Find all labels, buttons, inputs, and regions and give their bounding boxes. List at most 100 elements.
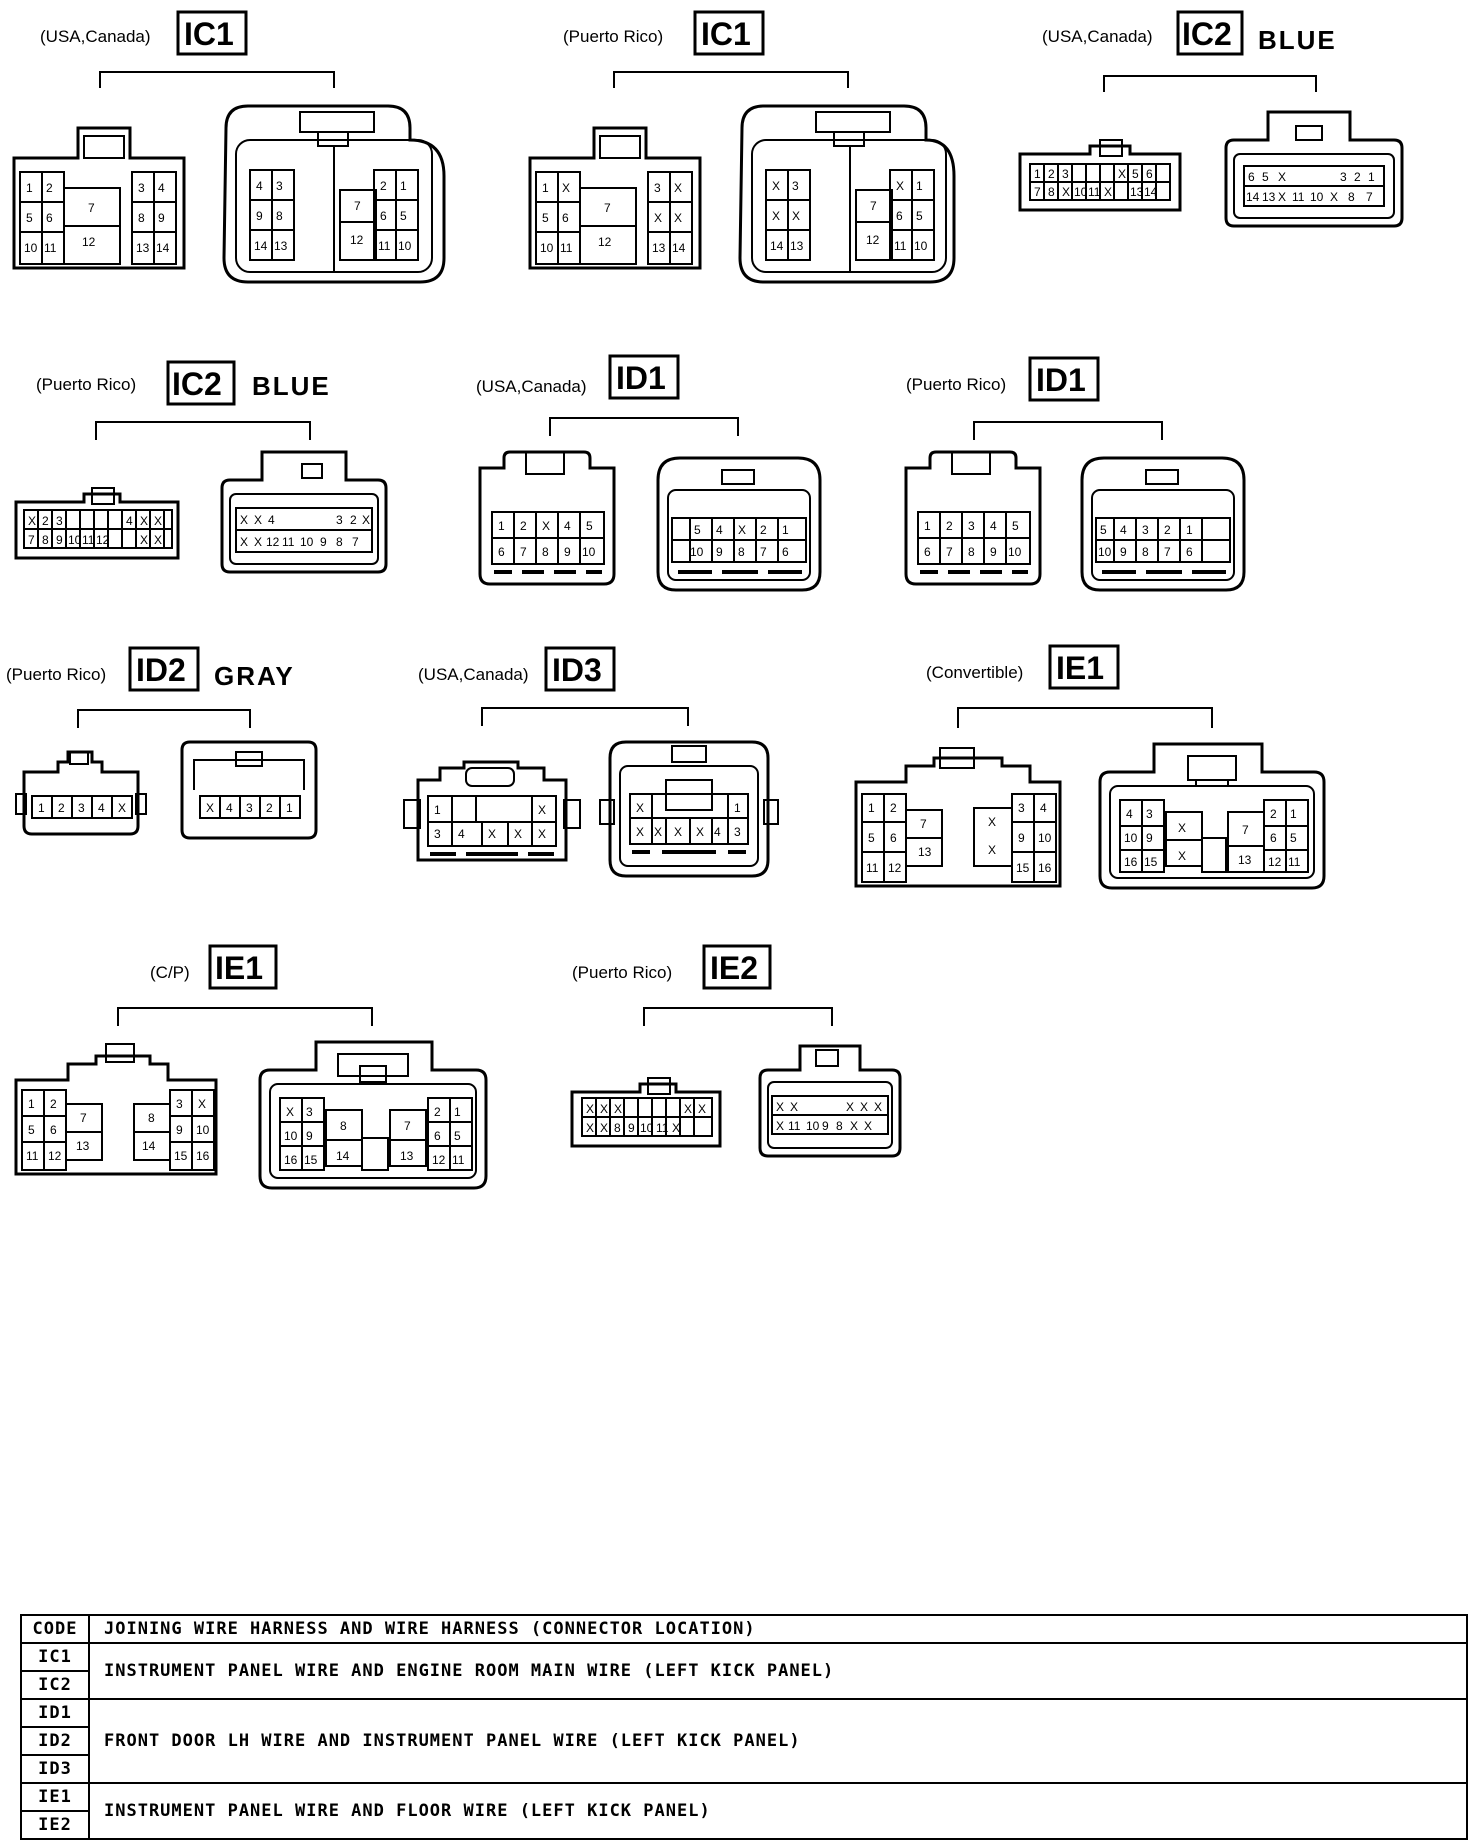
svg-text:3: 3: [968, 519, 975, 533]
svg-text:10: 10: [806, 1119, 820, 1133]
svg-text:16: 16: [1124, 855, 1138, 869]
svg-text:12: 12: [888, 861, 902, 875]
svg-text:7: 7: [80, 1111, 87, 1125]
svg-text:10: 10: [284, 1129, 298, 1143]
svg-text:11: 11: [866, 861, 879, 875]
svg-text:2: 2: [46, 181, 53, 195]
svg-text:4: 4: [158, 181, 165, 195]
connector-code: IE1: [215, 950, 263, 986]
svg-text:1: 1: [26, 181, 33, 195]
svg-text:2: 2: [434, 1105, 441, 1119]
svg-text:9: 9: [822, 1119, 829, 1133]
svg-text:5: 5: [868, 831, 875, 845]
svg-text:X: X: [28, 514, 36, 528]
svg-text:X: X: [674, 181, 682, 195]
svg-text:X: X: [1330, 190, 1338, 204]
svg-text:X: X: [1062, 185, 1070, 199]
svg-text:X: X: [790, 1100, 798, 1114]
svg-text:1: 1: [924, 519, 931, 533]
svg-text:X: X: [896, 179, 904, 193]
svg-text:15: 15: [1016, 861, 1030, 875]
code-cell: ID2: [20, 1726, 90, 1756]
svg-text:X: X: [538, 827, 546, 841]
svg-text:11: 11: [1292, 190, 1305, 204]
svg-text:8: 8: [138, 211, 145, 225]
svg-text:6: 6: [1146, 167, 1153, 181]
svg-text:9: 9: [716, 545, 723, 559]
svg-text:12: 12: [266, 535, 280, 549]
svg-text:11: 11: [44, 241, 57, 255]
svg-text:9: 9: [564, 545, 571, 559]
svg-text:12: 12: [82, 235, 96, 249]
svg-text:8: 8: [340, 1119, 347, 1133]
code-cell: IE2: [20, 1810, 90, 1840]
svg-text:2: 2: [42, 514, 49, 528]
svg-text:X: X: [488, 827, 496, 841]
svg-text:X: X: [674, 211, 682, 225]
svg-text:4: 4: [98, 801, 105, 815]
svg-text:2: 2: [50, 1097, 57, 1111]
connector-code: ID1: [1036, 362, 1086, 398]
svg-text:13: 13: [918, 845, 932, 859]
svg-text:10: 10: [1074, 185, 1088, 199]
svg-text:X: X: [286, 1105, 294, 1119]
variant-label: (Puerto Rico): [6, 665, 106, 684]
svg-text:6: 6: [562, 211, 569, 225]
svg-text:1: 1: [1034, 167, 1041, 181]
description-cell: INSTRUMENT PANEL WIRE AND FLOOR WIRE (LE…: [88, 1782, 1468, 1840]
svg-text:X: X: [696, 825, 704, 839]
connector-code: ID1: [616, 360, 666, 396]
variant-label: (C/P): [150, 963, 190, 982]
svg-text:8: 8: [738, 545, 745, 559]
connector-code: IC1: [701, 16, 751, 52]
svg-text:8: 8: [542, 545, 549, 559]
svg-text:X: X: [864, 1119, 872, 1133]
svg-text:9: 9: [56, 533, 63, 547]
svg-text:3: 3: [1146, 807, 1153, 821]
svg-text:5: 5: [400, 209, 407, 223]
svg-text:13: 13: [1130, 185, 1144, 199]
svg-text:X: X: [776, 1119, 784, 1133]
svg-text:5: 5: [26, 211, 33, 225]
svg-text:2: 2: [380, 179, 387, 193]
svg-text:7: 7: [1034, 185, 1041, 199]
svg-text:2: 2: [1048, 167, 1055, 181]
svg-text:X: X: [850, 1119, 858, 1133]
svg-text:X: X: [636, 801, 644, 815]
svg-text:X: X: [792, 209, 800, 223]
svg-text:7: 7: [404, 1119, 411, 1133]
svg-text:3: 3: [1062, 167, 1069, 181]
svg-text:10: 10: [68, 533, 82, 547]
svg-text:7: 7: [760, 545, 767, 559]
table-row: IC1 INSTRUMENT PANEL WIRE AND ENGINE ROO…: [20, 1642, 1468, 1700]
svg-text:5: 5: [454, 1129, 461, 1143]
connector-code: IC1: [184, 16, 234, 52]
svg-text:13: 13: [274, 239, 288, 253]
svg-text:7: 7: [520, 545, 527, 559]
svg-text:13: 13: [1262, 190, 1276, 204]
variant-label: (USA,Canada): [476, 377, 587, 396]
column-header-description: JOINING WIRE HARNESS AND WIRE HARNESS (C…: [88, 1614, 1468, 1644]
svg-text:X: X: [698, 1102, 706, 1116]
svg-text:10: 10: [1124, 831, 1138, 845]
svg-text:12: 12: [432, 1153, 446, 1167]
svg-text:9: 9: [990, 545, 997, 559]
svg-text:X: X: [772, 209, 780, 223]
svg-text:12: 12: [96, 533, 110, 547]
svg-text:10: 10: [24, 241, 38, 255]
svg-text:X: X: [154, 514, 162, 528]
svg-text:X: X: [738, 523, 746, 537]
svg-text:3: 3: [1142, 523, 1149, 537]
code-cell: IC2: [20, 1670, 90, 1700]
variant-label: (Puerto Rico): [36, 375, 136, 394]
svg-text:X: X: [1118, 167, 1126, 181]
svg-text:X: X: [1104, 185, 1112, 199]
